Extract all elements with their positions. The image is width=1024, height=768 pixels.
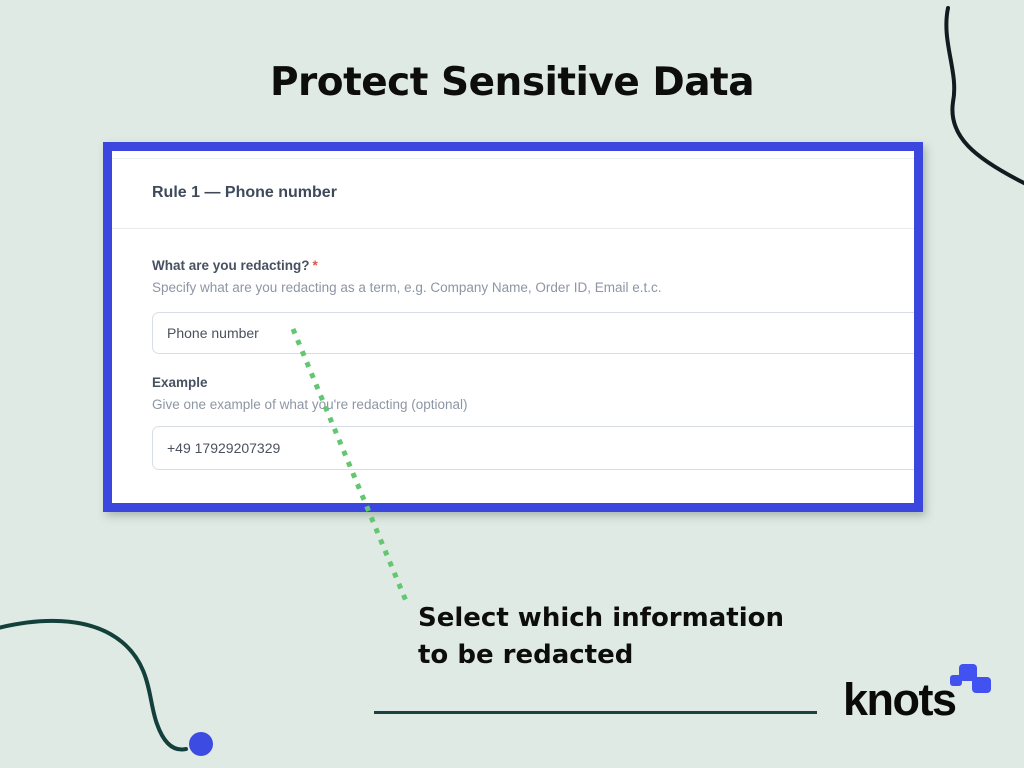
footer-underline (374, 711, 817, 714)
redacting-term-label: What are you redacting?* (152, 258, 318, 273)
blue-dot (189, 732, 213, 756)
annotation-line-2: to be redacted (418, 640, 634, 670)
annotation-line-1: Select which information (418, 603, 784, 633)
heading-divider (112, 228, 914, 229)
knots-logo-text: knots (843, 674, 957, 725)
required-asterisk: * (312, 258, 318, 273)
example-input[interactable] (152, 426, 914, 470)
knots-logo-mark-icon (950, 664, 991, 693)
card-top-divider (112, 158, 914, 159)
annotation-callout: Select which information to be redacted (418, 600, 784, 674)
page-title: Protect Sensitive Data (269, 60, 755, 106)
example-label: Example (152, 375, 208, 390)
redacting-term-helper: Specify what are you redacting as a term… (152, 280, 662, 295)
form-card: Rule 1 — Phone number What are you redac… (103, 142, 923, 512)
rule-heading: Rule 1 — Phone number (152, 184, 337, 201)
redacting-term-input[interactable] (152, 312, 914, 354)
decorative-curve-bottom-left (0, 618, 188, 752)
example-helper: Give one example of what you're redactin… (152, 397, 468, 412)
redacting-term-label-text: What are you redacting? (152, 258, 310, 273)
